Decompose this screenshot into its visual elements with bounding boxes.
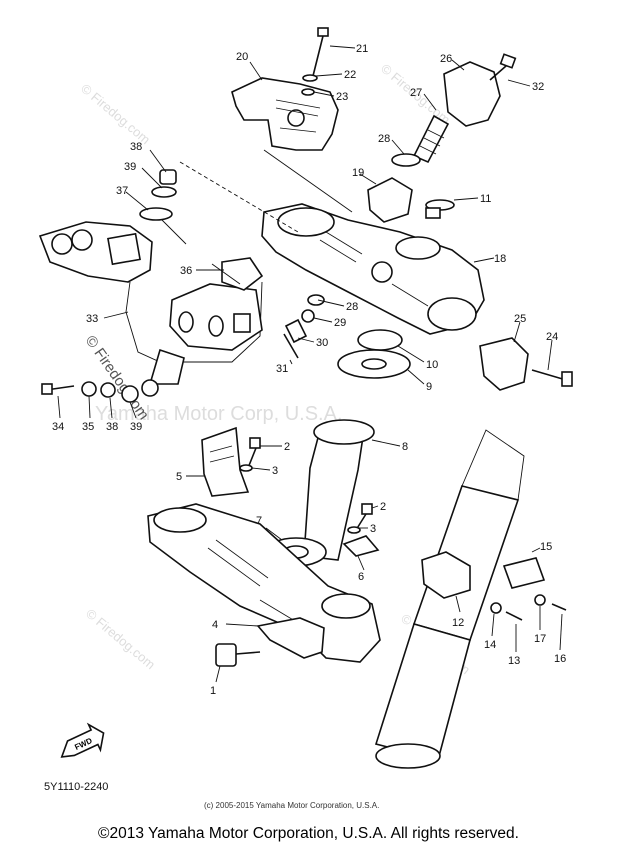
callout-19: 19 <box>352 167 364 179</box>
callout-16: 16 <box>554 653 566 665</box>
callout-9: 9 <box>426 381 432 393</box>
callout-11: 11 <box>480 193 491 205</box>
washer-22 <box>302 74 318 82</box>
callout-32: 32 <box>532 81 544 93</box>
callouts: 21 22 23 20 26 32 27 28 19 11 38 39 37 1… <box>52 43 566 697</box>
figure-code: 5Y1110-2240 <box>44 781 108 793</box>
callout-8: 8 <box>402 441 408 453</box>
small-credit: (c) 2005-2015 Yamaha Motor Corporation, … <box>204 801 379 810</box>
callout-6: 6 <box>358 571 364 583</box>
callout-34: 34 <box>52 421 64 433</box>
washer-3b <box>347 526 361 534</box>
callout-28: 28 <box>378 133 390 145</box>
upper-bracket <box>261 203 485 335</box>
callout-1: 1 <box>210 685 216 697</box>
callout-12: 12 <box>452 617 464 629</box>
callout-27: 27 <box>410 87 422 99</box>
callout-22: 22 <box>344 69 356 81</box>
bolt-24 <box>531 369 567 381</box>
part-31 <box>283 333 299 359</box>
bolt-1 <box>215 643 261 667</box>
washer-3 <box>239 464 253 472</box>
part-30 <box>284 318 308 344</box>
clamp-4 <box>256 617 325 659</box>
front-arrow-icon: FWD <box>60 722 105 758</box>
callout-29: 29 <box>334 317 346 329</box>
callout-33: 33 <box>86 313 98 325</box>
bolts-34-35-38-39 <box>41 381 139 403</box>
callout-20: 20 <box>236 51 248 63</box>
callout-5: 5 <box>176 471 182 483</box>
bolt-21 <box>311 27 329 81</box>
callout-36: 36 <box>180 265 192 277</box>
washer-28b <box>307 294 325 306</box>
upper-handlebar-holder <box>231 77 339 151</box>
callout-3: 3 <box>272 465 278 477</box>
callout-4: 4 <box>212 619 218 631</box>
callout-39b: 39 <box>130 421 142 433</box>
callout-31: 31 <box>276 363 288 375</box>
nut-10 <box>357 329 403 351</box>
callout-28b: 28 <box>346 301 358 313</box>
callout-38b: 38 <box>106 421 118 433</box>
callout-39: 39 <box>124 161 136 173</box>
parts-diagram: Yamaha Motor Corp, U.S.A. © Firedog.com … <box>38 27 573 810</box>
nut-23 <box>301 88 315 96</box>
callout-2: 2 <box>284 441 290 453</box>
watermark-yamaha: Yamaha Motor Corp, U.S.A. <box>95 403 343 425</box>
callout-14: 14 <box>484 639 496 651</box>
cable-guide-5 <box>201 426 250 497</box>
callout-18: 18 <box>494 253 506 265</box>
callout-13: 13 <box>508 655 520 667</box>
hardware-13-14-16-17 <box>490 594 567 621</box>
callout-26: 26 <box>440 53 452 65</box>
part-29 <box>301 309 315 323</box>
washer-28 <box>391 153 421 167</box>
clip-6 <box>342 535 380 557</box>
part-36 <box>221 257 264 291</box>
callout-24: 24 <box>546 331 558 343</box>
callout-38: 38 <box>130 141 142 153</box>
callout-21: 21 <box>356 43 368 55</box>
damper-19 <box>367 177 413 223</box>
copyright-notice: ©2013 Yamaha Motor Corporation, U.S.A. A… <box>98 825 519 842</box>
callout-3b: 3 <box>370 523 376 535</box>
callout-23: 23 <box>336 91 348 103</box>
callout-17: 17 <box>534 633 546 645</box>
front-fork <box>374 429 546 769</box>
bracket-25 <box>479 337 529 391</box>
right-handlebar-holder <box>412 53 517 164</box>
callout-7: 7 <box>256 515 262 527</box>
callout-35: 35 <box>82 421 94 433</box>
watermark-firedog-1: © Firedog.com <box>78 81 153 147</box>
callout-30: 30 <box>316 337 328 349</box>
callout-37: 37 <box>116 185 128 197</box>
grommets-37-39 <box>139 169 187 245</box>
callout-10: 10 <box>426 359 438 371</box>
callout-2b: 2 <box>380 501 386 513</box>
watermark-firedog-3: © Firedog.com <box>83 606 158 672</box>
bolt-11 <box>425 199 455 219</box>
callout-25: 25 <box>514 313 526 325</box>
callout-15: 15 <box>540 541 552 553</box>
leader-lines <box>57 45 563 683</box>
headlight-bracket <box>38 221 263 397</box>
